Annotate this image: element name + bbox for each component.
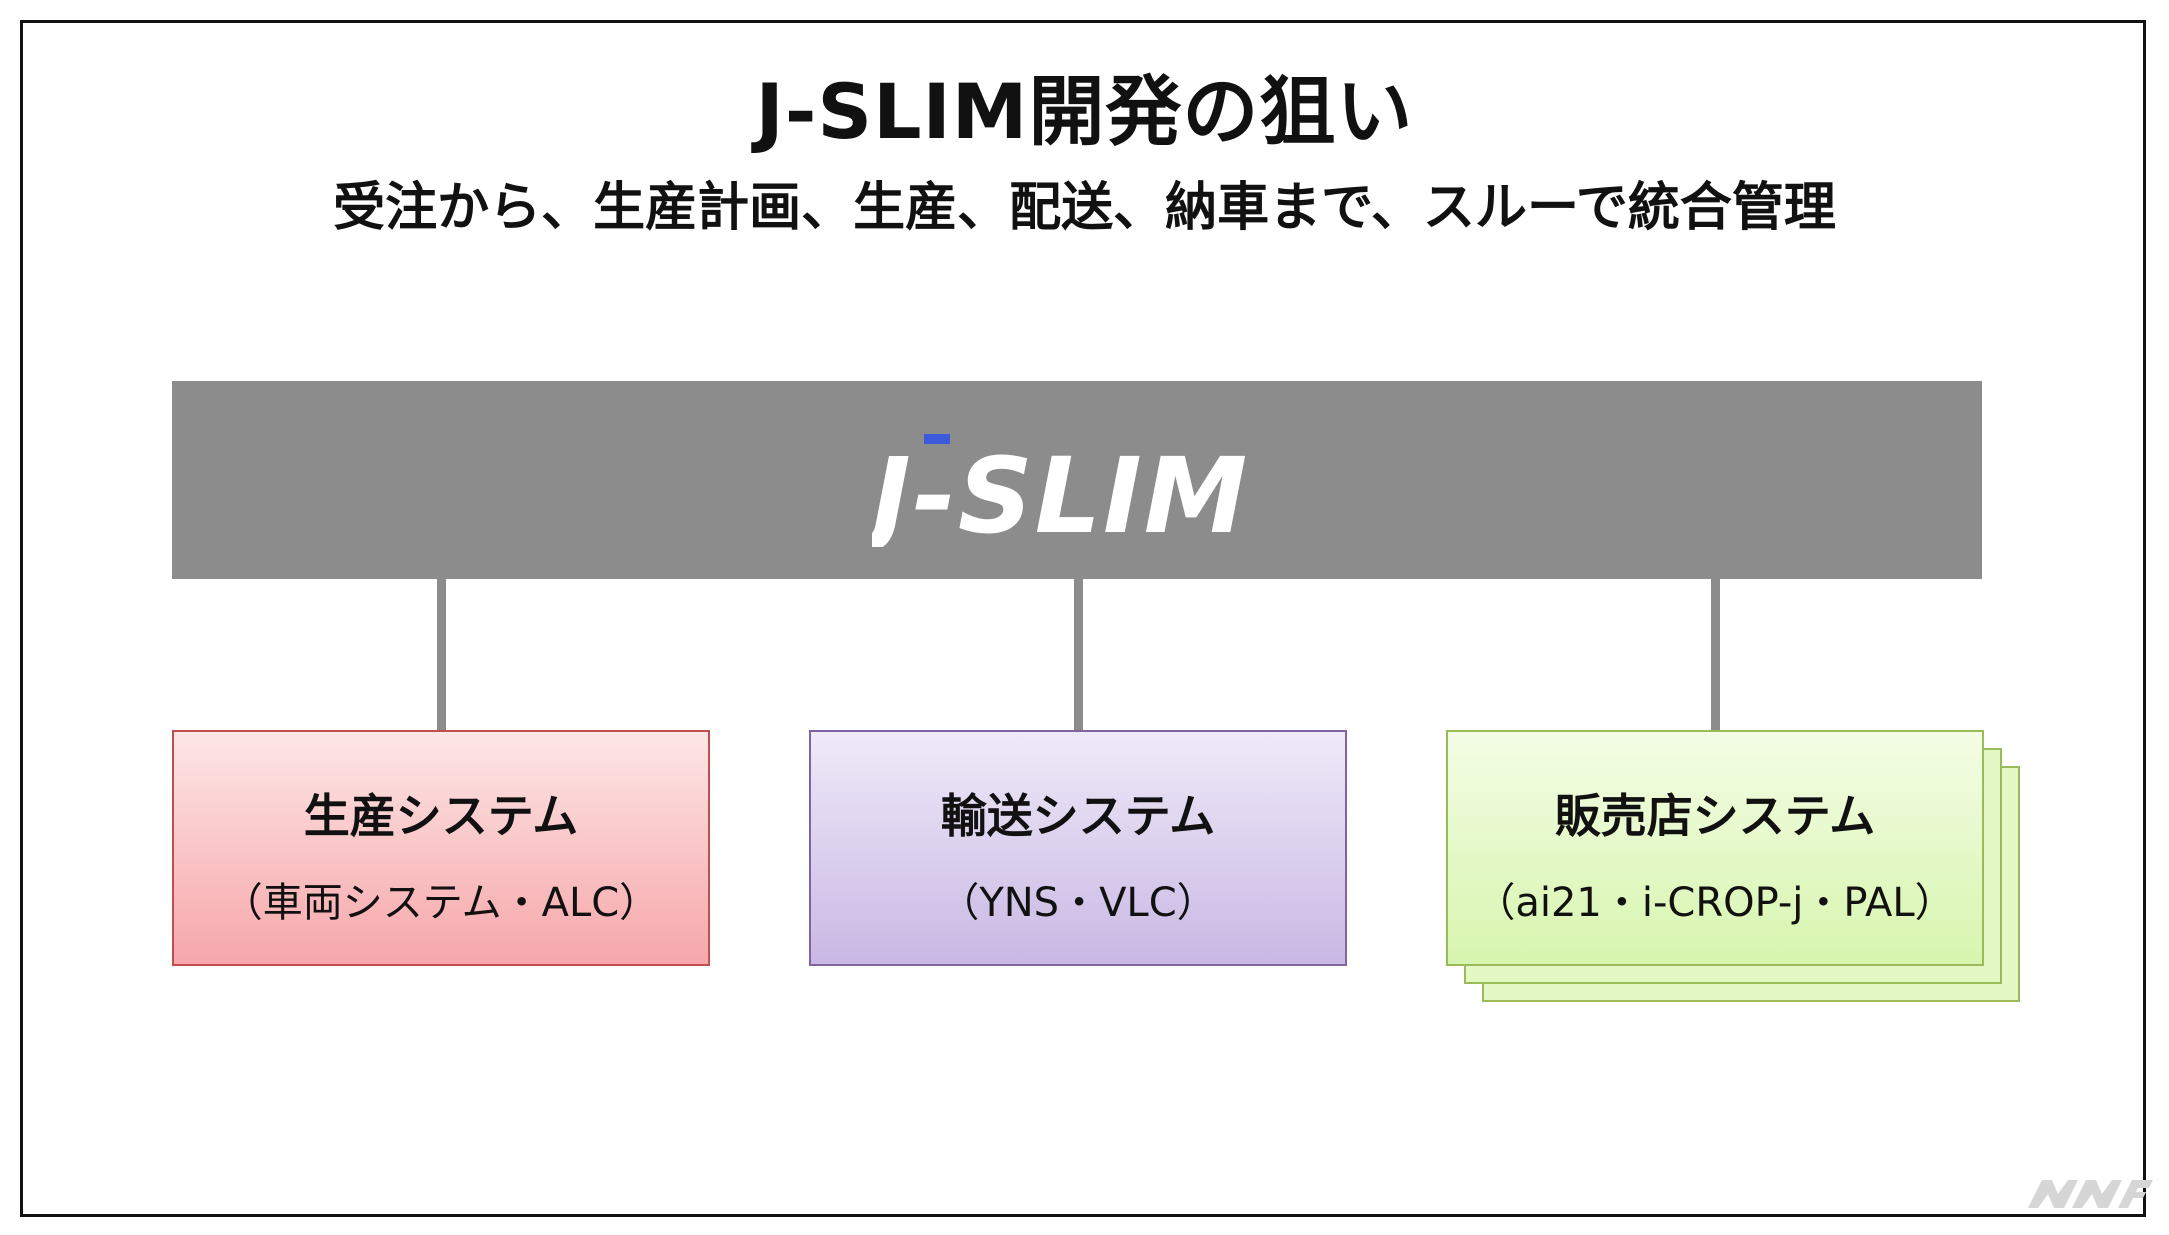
logo-text: J-SLIM: [872, 435, 1249, 547]
j-slim-hub-bar: [172, 381, 1982, 579]
transport-system-name: 輸送システム: [940, 789, 1216, 843]
logo-accent-mark: [924, 434, 950, 444]
connector-line-production: [437, 579, 446, 730]
dealer-system-name: 販売店システム: [1554, 789, 1876, 843]
dealer-system-box: 販売店システム （ai21・i-CROP-j・PAL）: [1446, 730, 1984, 966]
watermark-logo-icon: [2028, 1180, 2153, 1208]
connector-line-dealer: [1711, 579, 1720, 730]
production-system-box: 生産システム （車両システム・ALC）: [172, 730, 710, 966]
connector-line-transport: [1074, 579, 1083, 730]
production-system-detail: （車両システム・ALC）: [222, 880, 660, 926]
slide-frame: [20, 20, 2146, 1217]
slide-subtitle: 受注から、生産計画、生産、配送、納車まで、スルーで統合管理: [333, 178, 1836, 238]
slide-title: J-SLIM開発の狙い: [755, 67, 1414, 156]
transport-system-detail: （YNS・VLC）: [939, 880, 1217, 926]
transport-system-box: 輸送システム （YNS・VLC）: [809, 730, 1347, 966]
production-system-name: 生産システム: [303, 789, 579, 843]
dealer-system-detail: （ai21・i-CROP-j・PAL）: [1475, 880, 1955, 926]
j-slim-logo: J-SLIM: [872, 434, 1249, 547]
